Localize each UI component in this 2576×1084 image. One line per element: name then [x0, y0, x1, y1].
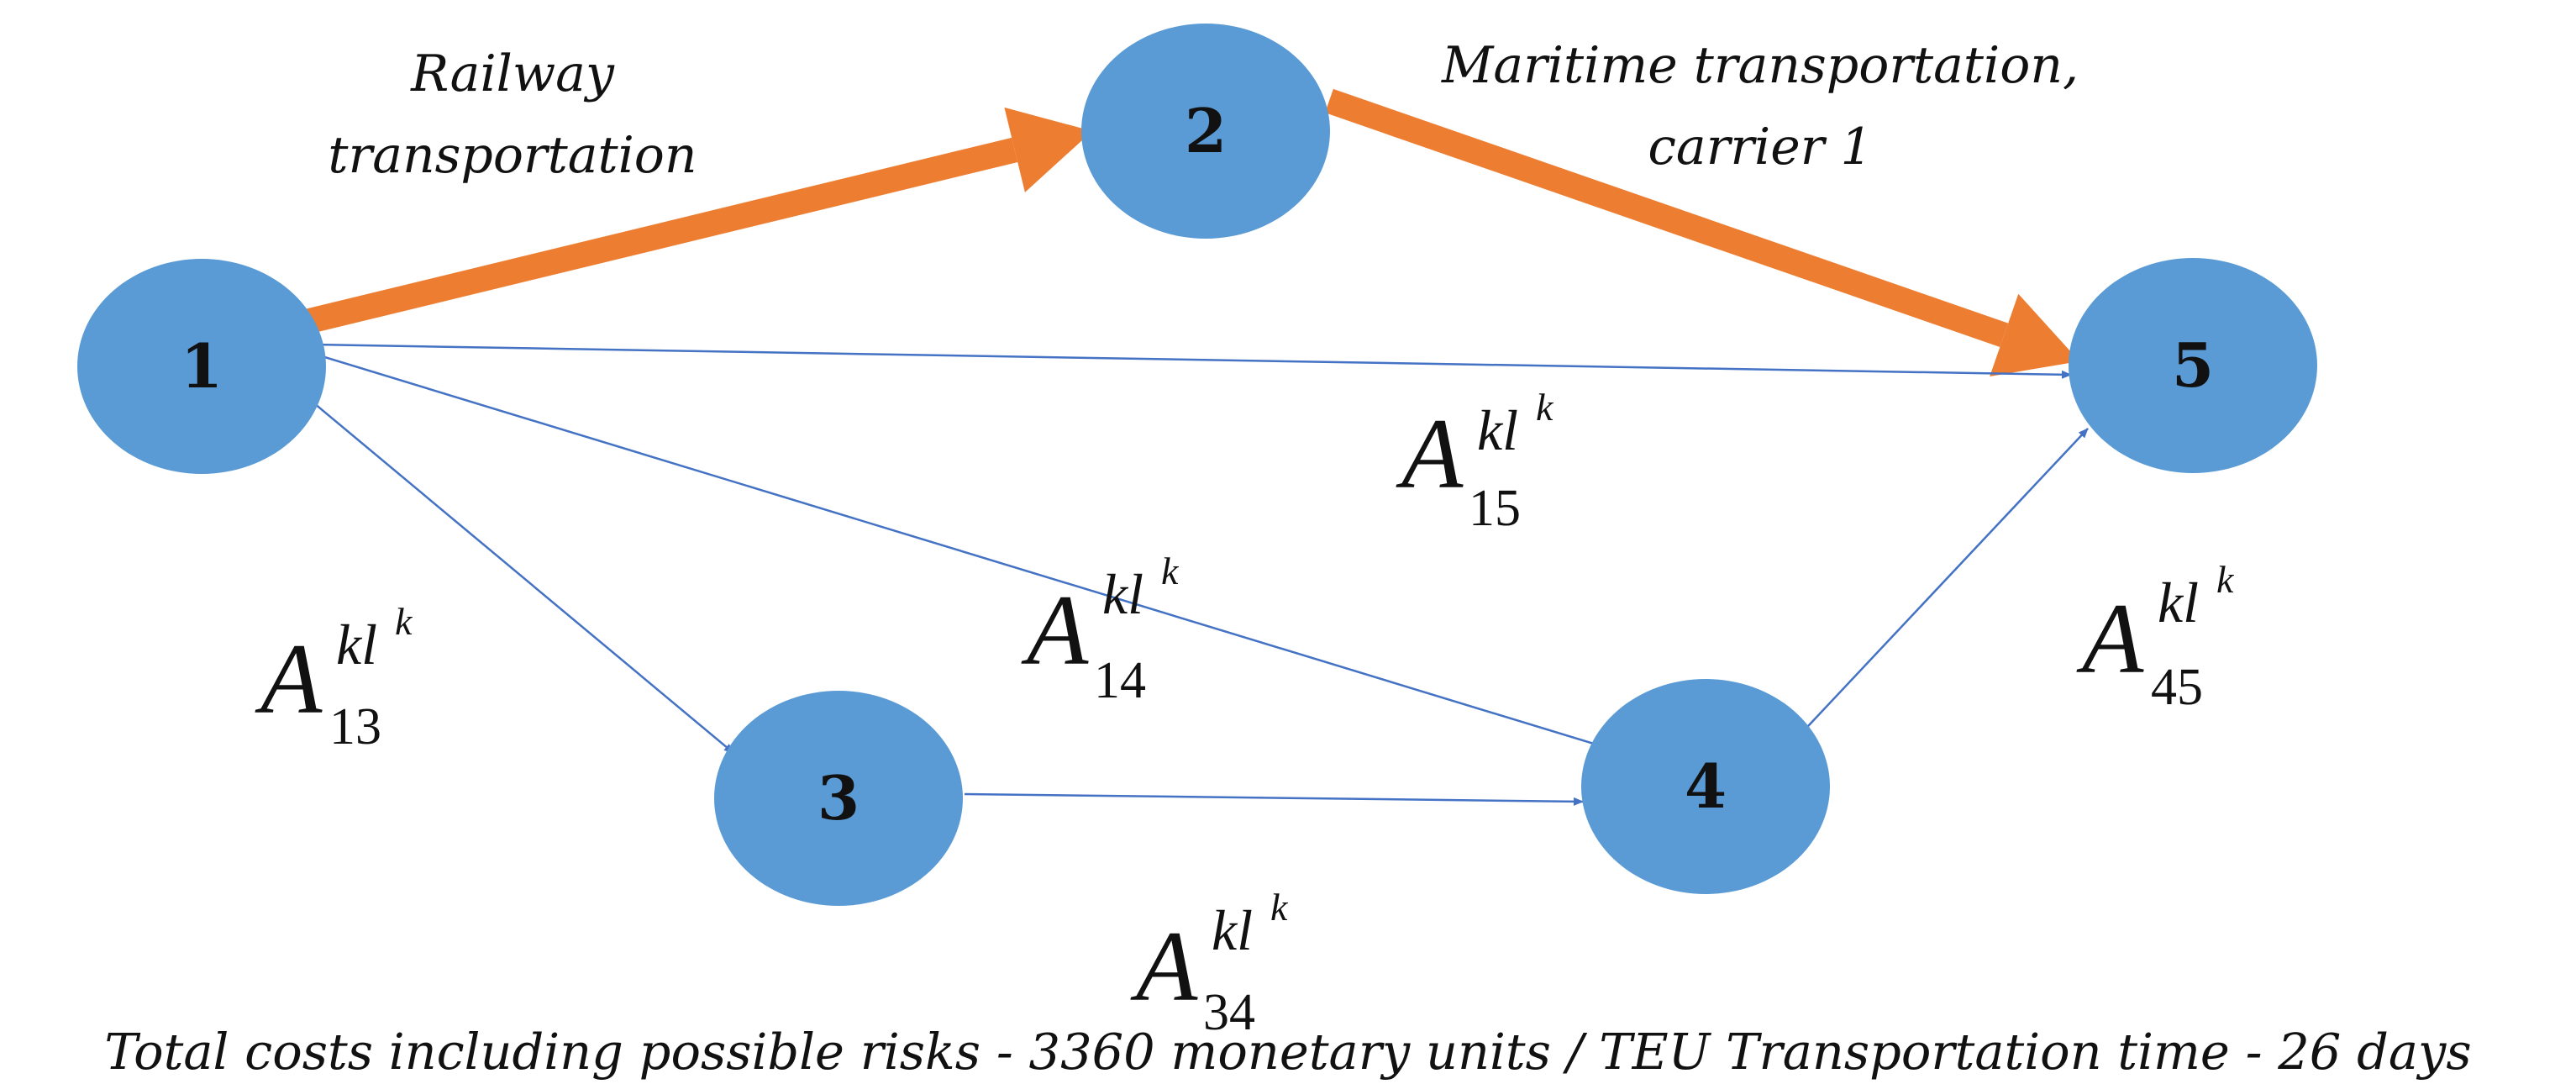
- node-3-label: 3: [817, 762, 860, 834]
- symbol-subscript: 13: [329, 698, 381, 755]
- edge-symbol-a14: A kl k 14: [1021, 550, 1180, 709]
- footer-summary: Total costs including possible risks - 3…: [104, 1023, 2471, 1081]
- maritime-caption-line2: carrier 1: [1648, 118, 1872, 176]
- symbol-superscript-k: k: [1270, 886, 1289, 929]
- edge-3-4: [964, 792, 1584, 806]
- edge-1-3: [303, 394, 734, 754]
- edges-layer: [292, 88, 2089, 806]
- edge-symbol-a15: A kl k 15: [1396, 386, 1554, 537]
- symbol-main: A: [2076, 582, 2144, 694]
- symbol-main: A: [255, 623, 323, 734]
- symbol-main: A: [1130, 910, 1198, 1022]
- symbol-subscript: 15: [1469, 480, 1521, 537]
- symbol-subscript: 45: [2151, 659, 2203, 716]
- maritime-caption-line1: Maritime transportation,: [1441, 36, 2079, 95]
- node-2-circle: [1081, 24, 1330, 239]
- node-1-label: 1: [181, 330, 223, 402]
- node-5-circle: [2069, 258, 2317, 473]
- symbol-subscript: 34: [1203, 984, 1255, 1041]
- edge-2-5-arrowhead: [1990, 293, 2079, 376]
- edge-1-5: [312, 343, 2072, 379]
- edge-1-4: [310, 351, 1636, 758]
- node-2-label: 2: [1185, 95, 1227, 166]
- node-4-circle: [1581, 679, 1830, 894]
- symbol-superscript: kl: [1212, 898, 1253, 962]
- edge-symbol-a45: A kl k 45: [2076, 558, 2235, 716]
- node-4: 4: [1581, 679, 1830, 894]
- node-4-label: 4: [1685, 750, 1727, 822]
- node-1-circle: [77, 259, 326, 474]
- edge-1-2-bold: [292, 137, 1018, 337]
- edge-2-5-bold: [1325, 88, 2009, 348]
- symbol-superscript-k: k: [395, 600, 413, 643]
- symbol-main: A: [1021, 574, 1089, 686]
- node-5-label: 5: [2172, 329, 2214, 401]
- symbol-superscript: kl: [336, 613, 377, 676]
- node-2: 2: [1081, 24, 1330, 239]
- edge-4-5: [1769, 428, 2089, 767]
- railway-caption-line2: transportation: [328, 126, 697, 185]
- node-1: 1: [77, 259, 326, 474]
- symbol-superscript-k: k: [1161, 550, 1180, 592]
- symbol-superscript: kl: [2158, 571, 2199, 634]
- symbol-superscript-k: k: [2216, 558, 2235, 601]
- edge-1-2-arrowhead: [1004, 107, 1092, 192]
- symbol-subscript: 14: [1094, 652, 1146, 709]
- node-3: 3: [714, 691, 963, 906]
- node-5: 5: [2069, 258, 2317, 473]
- edge-symbol-a34: A kl k 34: [1130, 886, 1289, 1041]
- node-3-circle: [714, 691, 963, 906]
- symbol-superscript-k: k: [1536, 386, 1554, 429]
- railway-caption-line1: Railway: [410, 45, 615, 103]
- symbol-superscript: kl: [1102, 562, 1143, 626]
- symbol-superscript: kl: [1477, 398, 1518, 462]
- symbol-main: A: [1396, 397, 1464, 509]
- edge-symbol-a13: A kl k 13: [255, 600, 413, 755]
